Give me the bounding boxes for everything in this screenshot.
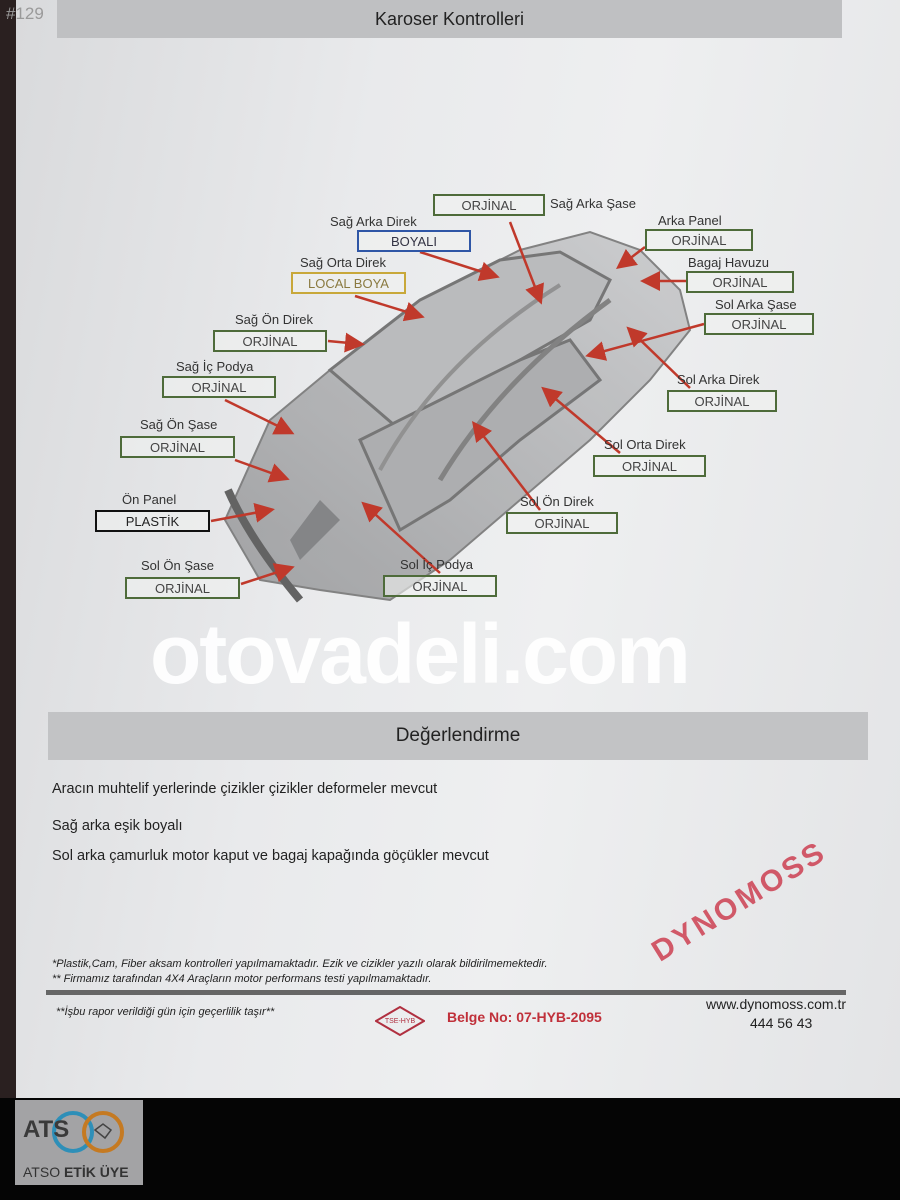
part-label-sol-orta-direk: Sol Orta Direk	[604, 437, 686, 452]
status-box-sol-on-direk: ORJİNAL	[506, 512, 618, 534]
footnote: *Plastik,Cam, Fiber aksam kontrolleri ya…	[52, 958, 548, 970]
part-label-sol-on-sase: Sol Ön Şase	[141, 558, 214, 573]
badge-logo-text: ATS	[23, 1116, 70, 1143]
status-box-on-panel: PLASTİK	[95, 510, 210, 532]
evaluation-line: Aracın muhtelif yerlerinde çizikler çizi…	[52, 781, 438, 797]
status-box-sol-arka-sase: ORJİNAL	[704, 313, 814, 335]
pointer-arrows	[210, 221, 705, 586]
tse-logo: TSE-HYB	[375, 1006, 425, 1036]
company-phone: 444 56 43	[750, 1015, 813, 1031]
status-box-sag-on-sase: ORJİNAL	[120, 436, 235, 458]
company-website: www.dynomoss.com.tr	[706, 996, 847, 1012]
part-label-bagaj-havuzu: Bagaj Havuzu	[688, 255, 769, 270]
badge-caption: ATSO ETİK ÜYE	[23, 1164, 129, 1180]
badge-caption-light: ATSO	[23, 1164, 61, 1180]
part-label-sag-on-sase: Sağ Ön Şase	[140, 417, 218, 432]
tse-logo-text: TSE-HYB	[384, 1017, 416, 1025]
evaluation-line: Sağ arka eşik boyalı	[52, 818, 183, 834]
footnote: ** Firmamız tarafından 4X4 Araçların mot…	[52, 973, 432, 985]
handshake-logo-icon	[52, 1111, 124, 1153]
status-box-sag-arka-sase: ORJİNAL	[433, 194, 545, 216]
car-body-diagram	[210, 221, 705, 603]
evaluation-title: Değerlendirme	[48, 712, 868, 760]
part-label-sag-arka-direk: Sağ Arka Direk	[330, 214, 417, 229]
atso-ethics-badge: ATS ATSO ETİK ÜYE	[15, 1100, 143, 1185]
part-label-sol-on-direk: Sol Ön Direk	[520, 494, 594, 509]
part-label-sag-orta-direk: Sağ Orta Direk	[300, 255, 386, 270]
status-box-sol-ic-podya: ORJİNAL	[383, 575, 497, 597]
watermark: otovadeli.com	[150, 607, 691, 701]
page-title: Karoser Kontrolleri	[57, 0, 842, 38]
status-box-sag-orta-direk: LOCAL BOYA	[291, 272, 406, 294]
part-label-arka-panel: Arka Panel	[658, 213, 722, 228]
status-box-sol-arka-direk: ORJİNAL	[667, 390, 777, 412]
footer-divider	[46, 990, 846, 995]
status-box-arka-panel: ORJİNAL	[645, 229, 753, 251]
part-label-sag-on-direk: Sağ Ön Direk	[235, 312, 314, 327]
status-box-sag-arka-direk: BOYALI	[357, 230, 471, 252]
certificate-number: Belge No: 07-HYB-2095	[447, 1009, 602, 1025]
page-edge	[0, 0, 16, 1098]
status-box-sol-orta-direk: ORJİNAL	[593, 455, 706, 477]
part-label-on-panel: Ön Panel	[122, 492, 177, 507]
badge-caption-bold: ETİK ÜYE	[63, 1164, 129, 1180]
page-number: #129	[6, 4, 44, 23]
part-label-sol-arka-direk: Sol Arka Direk	[677, 372, 760, 387]
evaluation-line: Sol arka çamurluk motor kaput ve bagaj k…	[52, 848, 489, 864]
status-box-sag-on-direk: ORJİNAL	[213, 330, 327, 352]
part-label-sag-arka-sase: Sağ Arka Şase	[550, 196, 636, 211]
status-box-sag-ic-podya: ORJİNAL	[162, 376, 276, 398]
status-box-bagaj-havuzu: ORJİNAL	[686, 271, 794, 293]
part-label-sol-arka-sase: Sol Arka Şase	[715, 297, 797, 312]
part-label-sol-ic-podya: Sol İç Podya	[400, 557, 473, 572]
part-label-sag-ic-podya: Sağ İç Podya	[176, 359, 254, 374]
status-box-sol-on-sase: ORJİNAL	[125, 577, 240, 599]
validity-note: **İşbu rapor verildiği gün için geçerlil…	[56, 1006, 275, 1018]
